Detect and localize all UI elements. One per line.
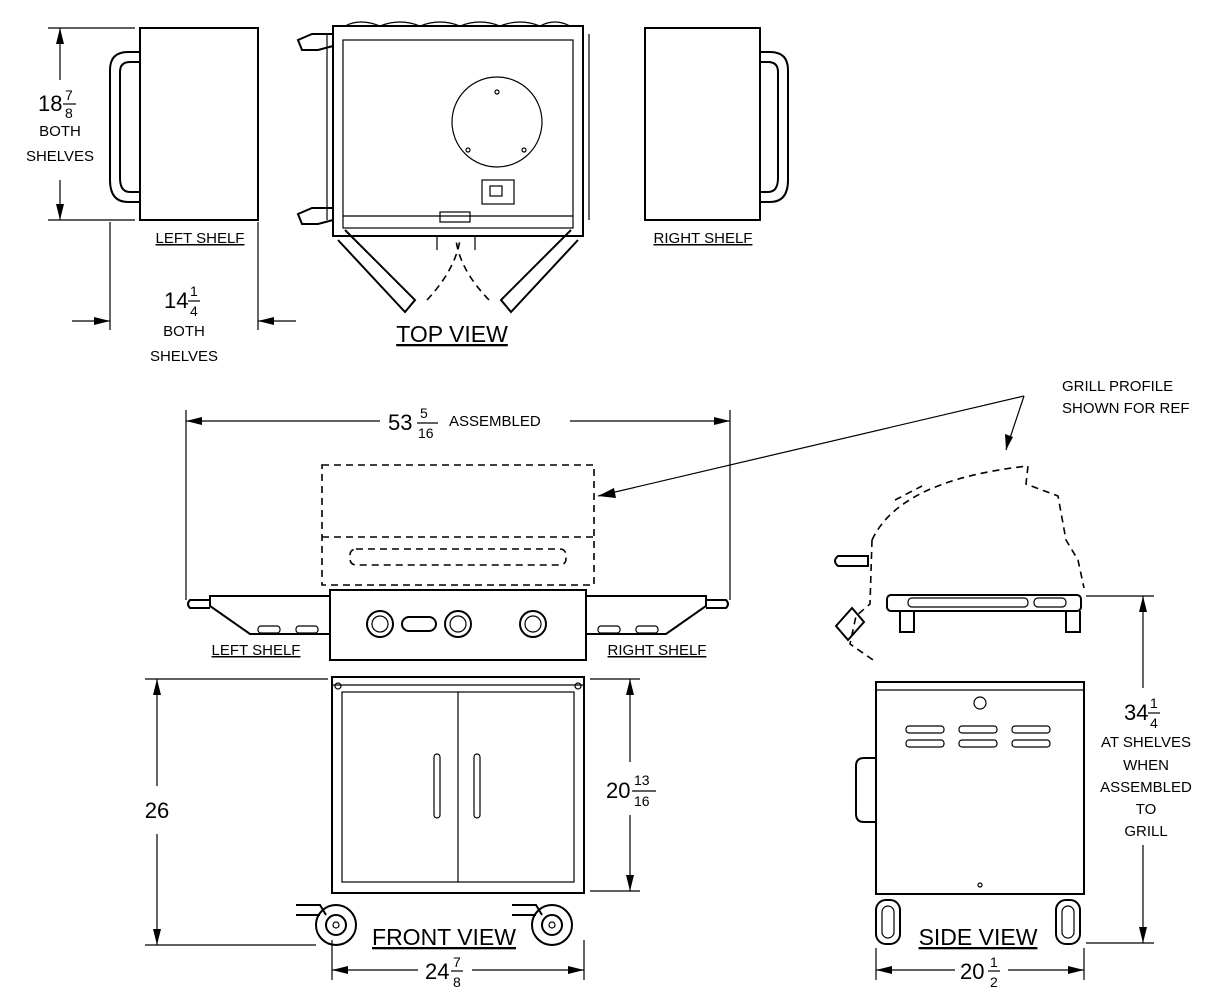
- vent-slots: [905, 725, 1051, 748]
- shelf-height-note1: BOTH: [39, 123, 81, 140]
- side-caster-left: [875, 899, 901, 945]
- dim-shelf-height-assembled: 34 1 4 AT SHELVES WHEN ASSEMBLED TO GRIL…: [1086, 595, 1192, 944]
- shelf-height-num: 7: [65, 87, 73, 103]
- door-height-den: 16: [634, 793, 650, 809]
- assembled-whole: 53: [388, 410, 412, 435]
- cart-top: [296, 21, 590, 314]
- left-shelf-front-label: LEFT SHELF: [212, 642, 301, 659]
- dim-cart-depth: 20 1 2: [875, 948, 1085, 990]
- depth-num: 1: [990, 954, 998, 970]
- top-view-title: TOP VIEW: [396, 321, 508, 347]
- right-shelf-front-label: RIGHT SHELF: [608, 642, 707, 659]
- shelf-width-den: 4: [190, 303, 198, 319]
- cart-width-den: 8: [453, 974, 461, 990]
- right-shelf-label: RIGHT SHELF: [654, 230, 753, 247]
- grill-profile-front: [321, 464, 595, 586]
- side-view: SIDE VIEW 34 1 4 AT SHELVES WHEN ASSEMBL…: [834, 465, 1192, 990]
- control-panel: [329, 589, 587, 661]
- shelf-width-note2: SHELVES: [150, 348, 218, 365]
- assembled-height-note2: WHEN: [1123, 757, 1169, 774]
- assembled-height-whole: 34: [1124, 700, 1148, 725]
- depth-den: 2: [990, 974, 998, 990]
- assembled-height-note3: ASSEMBLED: [1100, 779, 1192, 796]
- assembled-height-note4: TO: [1136, 801, 1157, 818]
- left-shelf-top: [109, 27, 259, 221]
- right-shelf-front: [585, 595, 729, 635]
- shelf-width-whole: 14: [164, 288, 188, 313]
- front-view: 53 5 16 ASSEMBLED LEFT SHEL: [145, 405, 731, 990]
- dim-cart-width: 24 7 8: [331, 940, 585, 990]
- dim-cart-height: 26: [145, 678, 328, 946]
- profile-callout: GRILL PROFILE SHOWN FOR REF: [597, 378, 1190, 498]
- caster-right: [512, 904, 573, 946]
- assembled-num: 5: [420, 405, 428, 421]
- cart-body-side: [855, 681, 1085, 895]
- assembled-height-den: 4: [1150, 715, 1158, 731]
- side-shelf: [886, 594, 1082, 633]
- door-height-num: 13: [634, 772, 650, 788]
- knob-right: [519, 610, 547, 638]
- side-view-title: SIDE VIEW: [919, 924, 1038, 950]
- dim-shelf-width: 14 1 4 BOTH SHELVES: [72, 222, 296, 365]
- left-shelf-front: [187, 595, 331, 635]
- profile-note-line1: GRILL PROFILE: [1062, 378, 1173, 395]
- profile-note-line2: SHOWN FOR REF: [1062, 400, 1190, 417]
- assembled-height-note5: GRILL: [1124, 823, 1167, 840]
- knob-left: [366, 610, 394, 638]
- grill-profile-side: [834, 465, 1085, 663]
- front-view-title: FRONT VIEW: [372, 924, 516, 950]
- shelf-width-note1: BOTH: [163, 323, 205, 340]
- cart-width-num: 7: [453, 954, 461, 970]
- door-height-whole: 20: [606, 778, 630, 803]
- top-view: 18 7 8 BOTH SHELVES LEFT SHELF 14 1 4 BO…: [26, 21, 789, 365]
- cart-width-whole: 24: [425, 959, 449, 984]
- cart-height-value: 26: [145, 798, 169, 823]
- assembled-height-note1: AT SHELVES: [1101, 734, 1191, 751]
- cart-body-front: [331, 676, 585, 894]
- assembled-height-num: 1: [1150, 695, 1158, 711]
- assembled-note: ASSEMBLED: [449, 413, 541, 430]
- shelf-height-den: 8: [65, 105, 73, 121]
- dim-shelf-height: 18 7 8 BOTH SHELVES: [26, 27, 135, 221]
- knob-middle: [444, 610, 472, 638]
- shelf-width-num: 1: [190, 283, 198, 299]
- assembled-den: 16: [418, 425, 434, 441]
- caster-left: [296, 904, 357, 946]
- shelf-height-note2: SHELVES: [26, 148, 94, 165]
- depth-whole: 20: [960, 959, 984, 984]
- dim-door-height: 20 13 16: [590, 678, 656, 892]
- shelf-height-whole: 18: [38, 91, 62, 116]
- side-caster-right: [1055, 899, 1081, 945]
- right-shelf-top: [644, 27, 789, 221]
- dim-assembled: 53 5 16 ASSEMBLED: [185, 405, 731, 600]
- left-shelf-label: LEFT SHELF: [156, 230, 245, 247]
